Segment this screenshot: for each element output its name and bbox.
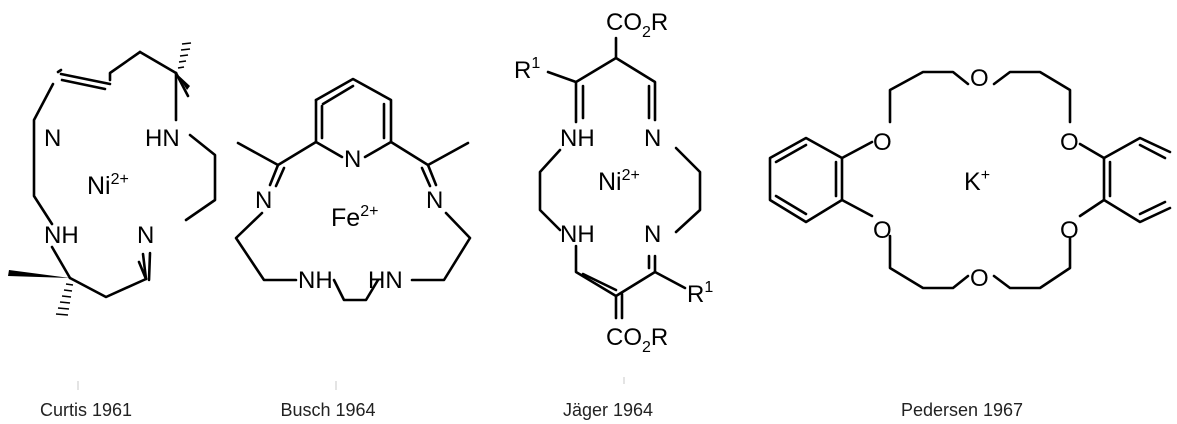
pedersen-o4: O (873, 217, 892, 244)
busch-nh: NH (298, 267, 333, 294)
caption-jager: Jäger 1964 (563, 400, 653, 420)
busch-hn: HN (368, 267, 403, 294)
pedersen-ion: K+ (964, 167, 990, 196)
busch-n-right: N (426, 187, 443, 214)
busch-n-pyridine: N (344, 146, 361, 173)
jager-co2r-top: CO2R (606, 9, 668, 41)
pedersen-o6: O (1060, 217, 1079, 244)
curtis-ion: Ni2+ (87, 171, 129, 200)
curtis-n-left: N (44, 125, 61, 152)
caption-curtis: Curtis 1961 (40, 400, 132, 420)
curtis-structure: N HN NH N Ni2+ (8, 42, 217, 316)
curtis-nh: NH (44, 222, 79, 249)
pedersen-o3: O (1060, 129, 1079, 156)
curtis-hn: HN (145, 125, 180, 152)
jager-n-top: N (644, 125, 661, 152)
jager-structure: CO2R R1 NH N NH N R1 CO2R Ni2+ (514, 9, 713, 356)
jager-co2r-bottom: CO2R (606, 324, 668, 356)
pedersen-o1: O (873, 129, 892, 156)
pedersen-structure: O O O O O O K+ (768, 65, 1172, 292)
pedersen-o2: O (970, 65, 989, 92)
curtis-n-right: N (137, 222, 154, 249)
pedersen-o5: O (970, 265, 989, 292)
jager-ion: Ni2+ (598, 167, 640, 196)
jager-r1-top: R1 (514, 55, 540, 84)
caption-busch: Busch 1964 (280, 400, 375, 420)
jager-nh-bottom: NH (560, 221, 595, 248)
jager-n-bottom: N (644, 221, 661, 248)
jager-nh-top: NH (560, 125, 595, 152)
busch-n-left: N (255, 187, 272, 214)
caption-pedersen: Pedersen 1967 (901, 400, 1023, 420)
busch-structure: N N N NH HN Fe2+ (234, 77, 472, 302)
jager-r1-bottom: R1 (687, 279, 713, 308)
busch-ion: Fe2+ (331, 203, 378, 232)
